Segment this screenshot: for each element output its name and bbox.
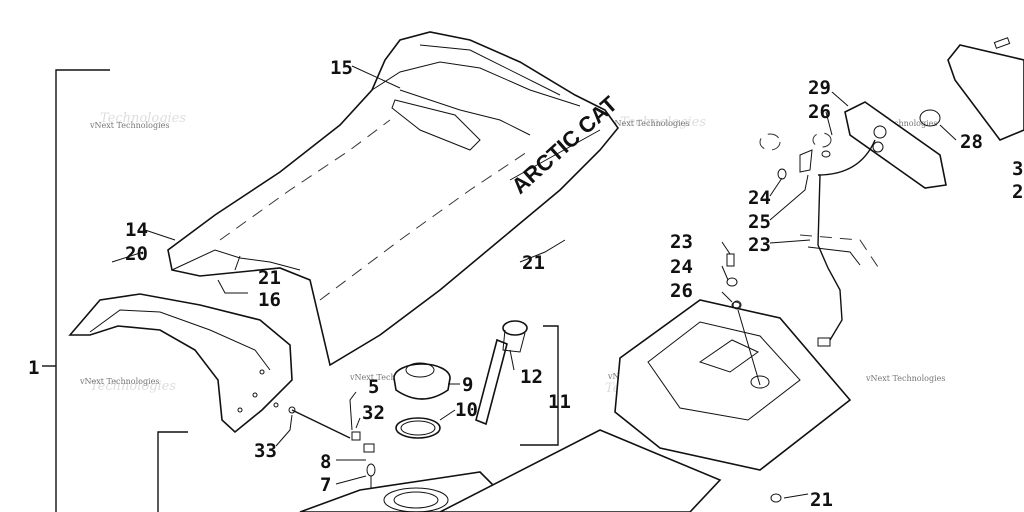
callout-16: 20 [125, 243, 148, 265]
leaders [111, 65, 957, 499]
callout-24: 24 [748, 187, 771, 209]
nut-21b [770, 493, 782, 503]
callout-23: 23 [748, 234, 771, 256]
callout-1: 1 [28, 357, 39, 379]
callout-3: 3 [1012, 158, 1023, 180]
taillight [759, 44, 1024, 347]
tail-cover [68, 293, 293, 434]
callouts: 1 14 20 15 21 16 21 5 32 9 10 12 11 8 7 … [28, 57, 1023, 511]
callout-17: 21 [258, 267, 281, 289]
nut-21 [726, 277, 738, 287]
storage-box [614, 299, 852, 471]
callout-21: 24 [670, 256, 693, 278]
vent-hose [291, 409, 351, 439]
callout-14: 15 [330, 57, 353, 79]
callout-9: 9 [462, 374, 473, 396]
callout-10: 10 [455, 399, 478, 421]
fitting-7 [366, 463, 376, 477]
callout-11: 11 [548, 391, 571, 413]
callout-29: 29 [808, 77, 831, 99]
fuel-gauge [475, 320, 528, 426]
clamp-33 [288, 406, 296, 414]
callout-28: 28 [960, 131, 983, 153]
bracket-1 [55, 69, 110, 512]
watermark: vNext Technologies [89, 121, 169, 130]
watermark: vNext Technologies [865, 374, 945, 383]
watermark-shadow: Technologies [620, 115, 706, 130]
bracket-lower [157, 431, 188, 512]
callout-26: 26 [670, 280, 693, 302]
clamp-32 [351, 431, 361, 441]
callout-25: 25 [748, 211, 771, 233]
bracket-11 [520, 325, 559, 446]
callout-5: 5 [368, 376, 379, 398]
callout-13: 14 [125, 219, 148, 241]
fuel-tank [299, 429, 722, 512]
washer-26 [731, 301, 741, 309]
callout-20: 23 [670, 231, 693, 253]
callout-33: 33 [254, 440, 277, 462]
pin-20 [726, 253, 735, 267]
watermark: vNext Technologies [609, 119, 689, 128]
watermark: vNext Technologies [857, 119, 937, 128]
fuel-cap [393, 362, 451, 400]
callout-15: 16 [258, 289, 281, 311]
seat [167, 31, 620, 367]
callout-12: 12 [520, 366, 543, 388]
watermark: vNext Technologies [79, 377, 159, 386]
callout-8: 8 [320, 451, 331, 473]
callout-26b: 26 [808, 101, 831, 123]
fitting-8 [363, 443, 375, 453]
callout-2: 2 [1012, 181, 1023, 203]
callout-18: 21 [522, 252, 545, 274]
callout-7: 7 [320, 474, 331, 496]
watermark-shadow: Technologies [90, 379, 176, 394]
watermark: vNext Technologies [349, 373, 429, 382]
callout-21b: 21 [810, 489, 833, 511]
watermark-shadow: Technologies [100, 111, 186, 126]
callout-32: 32 [362, 402, 385, 424]
